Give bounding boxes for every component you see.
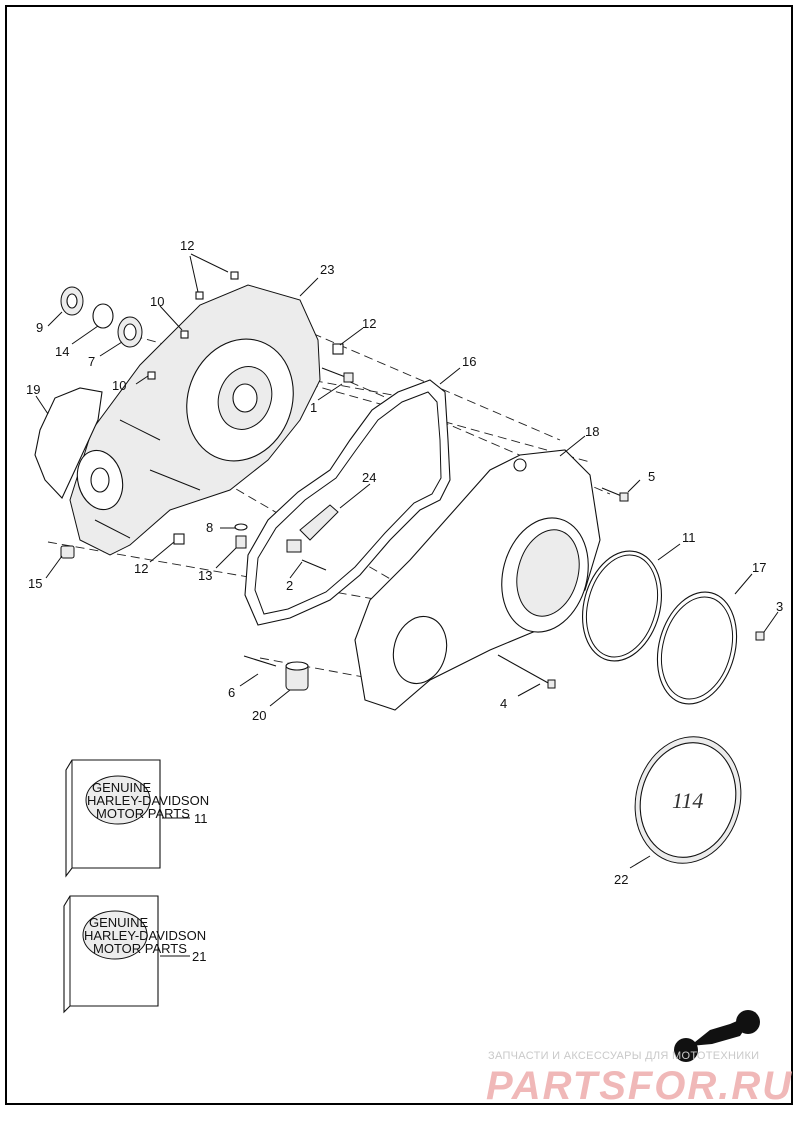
package-logo-hd: HARLEY-DAVIDSON — [87, 793, 209, 808]
stud-6 — [243, 655, 277, 667]
callout-8: 8 — [206, 520, 213, 535]
callout-10-bottom: 10 — [112, 378, 126, 393]
package-logo-parts-2: MOTOR PARTS — [93, 941, 187, 956]
callout-15: 15 — [28, 576, 42, 591]
o-ring — [581, 550, 663, 662]
watermark-subtitle: ЗАПЧАСТИ И АКСЕССУАРЫ ДЛЯ МОТОТЕХНИКИ — [488, 1050, 760, 1062]
watermark-brand: PARTSFOR.RU — [486, 1064, 794, 1108]
bolt-5 — [601, 487, 629, 502]
callout-9: 9 — [36, 320, 43, 335]
callout-11-package: 11 — [194, 811, 208, 826]
bearing — [117, 316, 143, 348]
callout-16: 16 — [462, 354, 476, 369]
seal-package: GENUINE HARLEY-DAVIDSON MOTOR PARTS — [65, 759, 209, 878]
callout-4: 4 — [500, 696, 507, 711]
callout-18: 18 — [585, 424, 599, 439]
watermark-motorcycle-icon — [674, 1010, 760, 1062]
derby-cover: 114 — [634, 736, 742, 864]
callout-3: 3 — [776, 599, 783, 614]
diagram-border — [5, 5, 793, 1105]
callout-1: 1 — [310, 400, 317, 415]
callout-12-bottom: 12 — [134, 561, 148, 576]
derby-cover-badge: 114 — [672, 788, 703, 813]
leader-lines — [35, 253, 779, 957]
inner-primary-housing — [69, 284, 321, 556]
callout-24: 24 — [362, 470, 376, 485]
callout-22: 22 — [614, 872, 628, 887]
screw-2 — [301, 559, 327, 571]
kit-package: GENUINE HARLEY-DAVIDSON MOTOR PARTS — [63, 895, 206, 1014]
callout-12-right: 12 — [362, 316, 376, 331]
housing-gasket — [34, 387, 103, 499]
callout-labels: 12 23 12 10 10 9 14 7 19 1 16 18 5 24 8 … — [26, 238, 783, 964]
sensor-bracket — [286, 504, 339, 553]
callout-23: 23 — [320, 262, 334, 277]
package-logo-parts: MOTOR PARTS — [96, 806, 190, 821]
callout-7: 7 — [88, 354, 95, 369]
seal — [60, 286, 84, 316]
callout-14: 14 — [55, 344, 69, 359]
callout-2: 2 — [286, 578, 293, 593]
washer — [234, 523, 248, 531]
callout-20: 20 — [252, 708, 266, 723]
spacer — [285, 661, 309, 691]
retaining-ring — [92, 303, 114, 329]
bolt-1 — [321, 367, 354, 383]
callout-10-top: 10 — [150, 294, 164, 309]
package-logo-genuine-2: GENUINE — [89, 915, 149, 930]
callout-17: 17 — [752, 560, 766, 575]
package-logo-hd-2: HARLEY-DAVIDSON — [84, 928, 206, 943]
callout-6: 6 — [228, 685, 235, 700]
callout-11-oring: 11 — [682, 530, 696, 545]
drain-plug — [235, 535, 247, 549]
outer-primary-cover — [354, 449, 601, 711]
callout-12-top: 12 — [180, 238, 194, 253]
package-logo-genuine: GENUINE — [92, 780, 152, 795]
screw-3 — [755, 631, 765, 641]
long-bolt — [497, 654, 556, 689]
callout-21: 21 — [192, 949, 206, 964]
callout-13: 13 — [198, 568, 212, 583]
callout-5: 5 — [648, 469, 655, 484]
dowel-pins — [147, 271, 344, 545]
bushing — [60, 545, 75, 559]
callout-19: 19 — [26, 382, 40, 397]
derby-gasket — [656, 591, 738, 705]
